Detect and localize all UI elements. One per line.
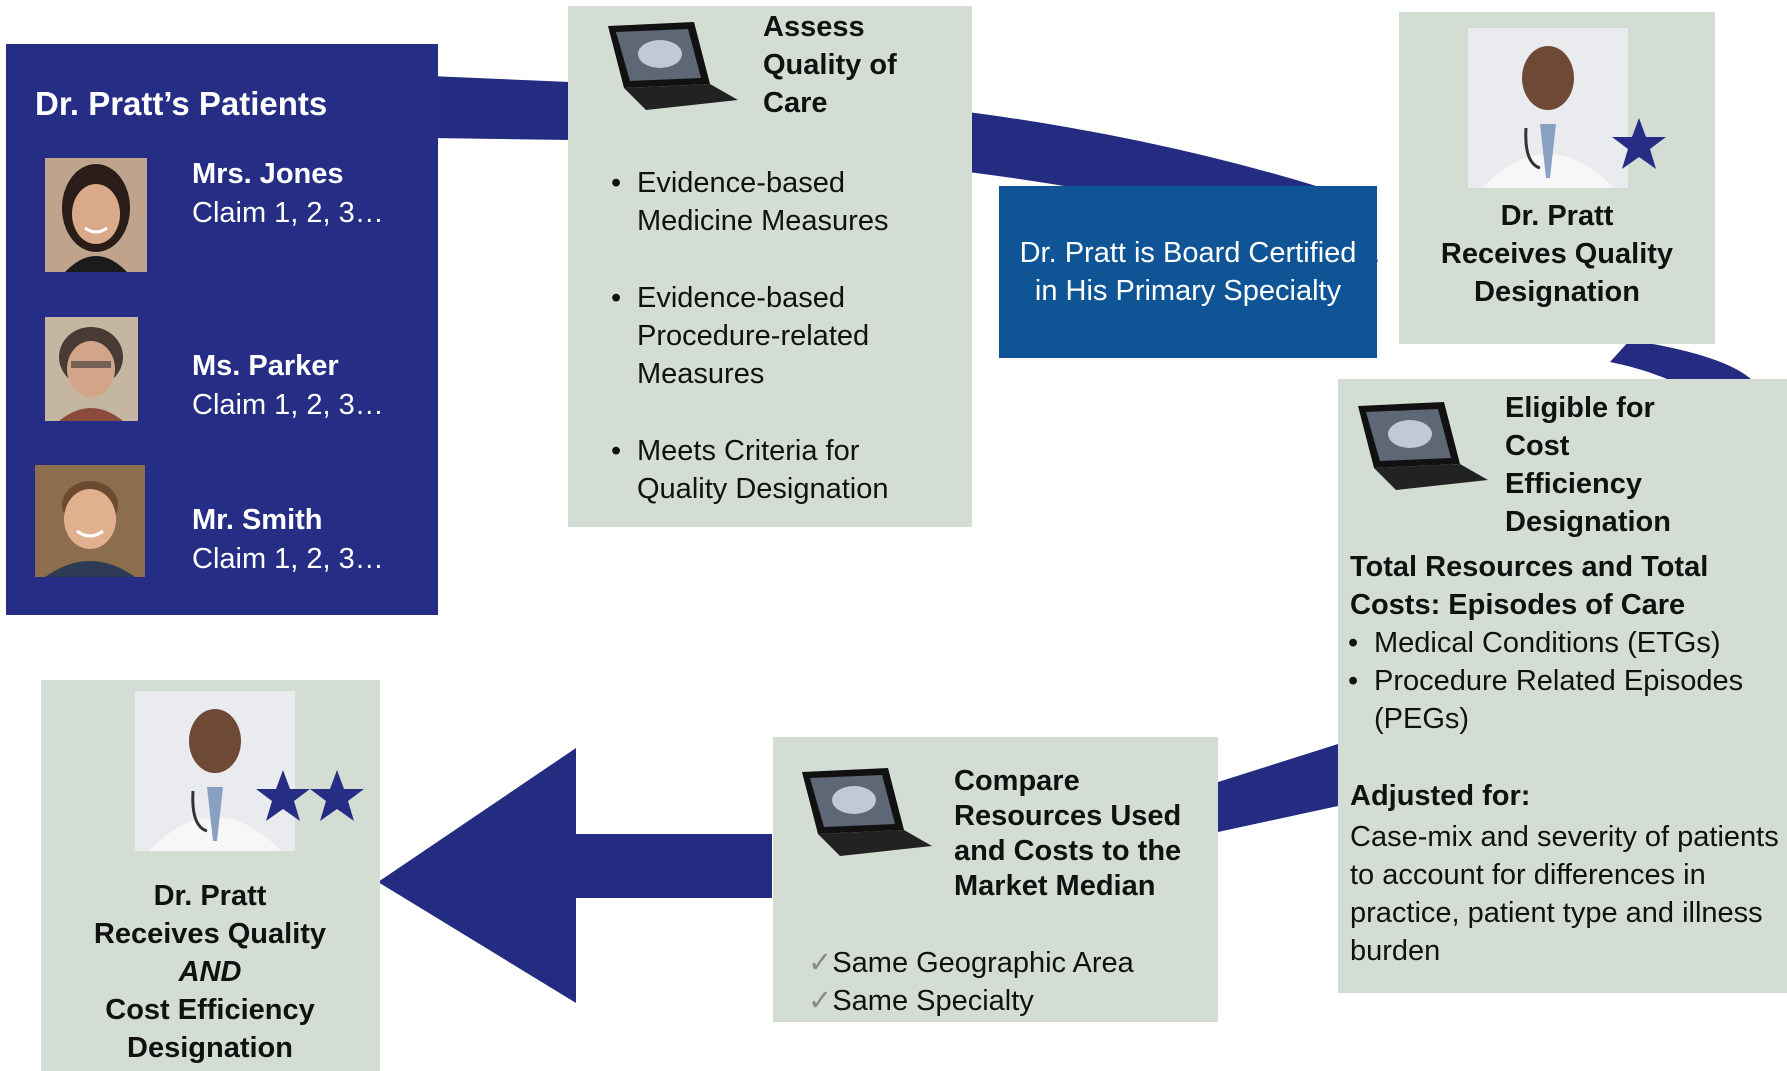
bullet-item: Meets Criteria for Quality Designation bbox=[609, 432, 949, 508]
final-designation-line4: Cost Efficiency bbox=[105, 994, 315, 1026]
check-item: ✓Same Geographic Area bbox=[808, 944, 1134, 982]
bullet-item: Evidence-based Medicine Measures bbox=[609, 164, 949, 240]
patient-claims: Claim 1, 2, 3… bbox=[192, 543, 384, 575]
patient-name: Ms. Parker bbox=[192, 350, 339, 382]
laptop-icon bbox=[802, 768, 932, 856]
eligible-title: Eligible for Cost Efficiency Designation bbox=[1505, 392, 1671, 538]
patient-name: Mrs. Jones bbox=[192, 158, 344, 190]
avatar-mr-smith bbox=[35, 465, 145, 577]
quality-designation-title: Dr. Pratt Receives Quality Designation bbox=[1410, 197, 1704, 311]
star-icon bbox=[310, 770, 364, 821]
assess-bullets: Evidence-based Medicine Measures Evidenc… bbox=[609, 164, 949, 508]
eligible-subtitle: Total Resources and Total Costs: Episode… bbox=[1350, 551, 1709, 621]
connector-patients-assess bbox=[430, 76, 570, 140]
compare-checks: ✓Same Geographic Area ✓Same Specialty bbox=[808, 944, 1134, 1020]
star-icon bbox=[256, 770, 310, 821]
check-label: Same Specialty bbox=[832, 985, 1034, 1017]
adjusted-text: Case-mix and severity of patients to acc… bbox=[1350, 821, 1779, 967]
board-certified-text: Dr. Pratt is Board Certified in His Prim… bbox=[1019, 237, 1357, 307]
eligible-bullets: Medical Conditions (ETGs) Procedure Rela… bbox=[1346, 624, 1766, 738]
patient-claims: Claim 1, 2, 3… bbox=[192, 389, 384, 421]
bullet-item: Evidence-based Procedure-related Measure… bbox=[609, 279, 949, 393]
assess-title: Assess Quality of Care bbox=[763, 11, 897, 119]
bullet-item: Procedure Related Episodes (PEGs) bbox=[1346, 662, 1766, 738]
adjusted-label: Adjusted for: bbox=[1350, 780, 1531, 812]
check-item: ✓Same Specialty bbox=[808, 982, 1134, 1020]
final-designation-line3: AND bbox=[178, 956, 242, 988]
avatar-mrs-jones bbox=[45, 158, 147, 272]
bullet-item: Medical Conditions (ETGs) bbox=[1346, 624, 1766, 662]
laptop-icon bbox=[1358, 402, 1488, 490]
check-label: Same Geographic Area bbox=[832, 947, 1134, 979]
doctor-photo bbox=[135, 691, 295, 851]
star-icon bbox=[1612, 118, 1666, 169]
compare-title: Compare Resources Used and Costs to the … bbox=[954, 765, 1182, 902]
final-designation-line5: Designation bbox=[127, 1032, 293, 1064]
final-designation-title: Dr. Pratt Receives Quality AND Cost Effi… bbox=[50, 877, 370, 1067]
laptop-icon bbox=[608, 22, 738, 110]
quality-designation-line1: Dr. Pratt bbox=[1500, 200, 1614, 232]
check-icon: ✓ bbox=[808, 947, 833, 979]
check-icon: ✓ bbox=[808, 985, 833, 1017]
final-designation-line2: Receives Quality bbox=[93, 918, 327, 950]
avatar-ms-parker bbox=[45, 317, 138, 421]
patients-title: Dr. Pratt’s Patients bbox=[35, 85, 328, 122]
final-designation-line1: Dr. Pratt bbox=[153, 880, 267, 912]
patient-name: Mr. Smith bbox=[192, 504, 323, 536]
connector-eligible-compare bbox=[1218, 744, 1338, 832]
doctor-photo bbox=[1468, 28, 1628, 188]
arrow-to-final-designation bbox=[378, 748, 772, 1003]
patient-claims: Claim 1, 2, 3… bbox=[192, 197, 384, 229]
board-certified-box: Dr. Pratt is Board Certified in His Prim… bbox=[999, 186, 1377, 358]
quality-designation-line2: Receives Quality Designation bbox=[1440, 238, 1674, 308]
